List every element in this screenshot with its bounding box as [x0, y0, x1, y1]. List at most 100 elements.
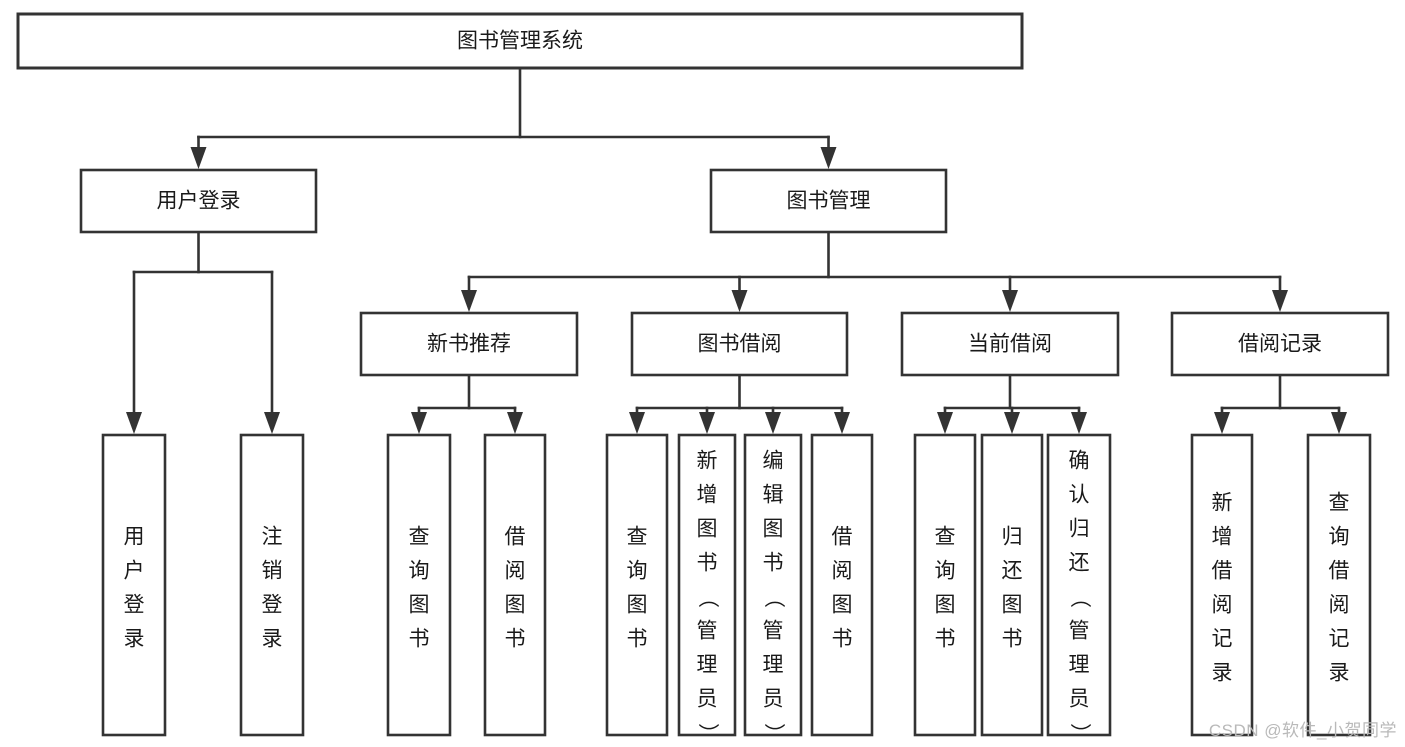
node-label: 图书管理	[787, 190, 871, 213]
node-box	[239, 433, 305, 737]
node-label-char: 书	[505, 628, 526, 651]
node-box	[1306, 433, 1372, 737]
node-box	[900, 311, 1120, 377]
node-label-char: 图	[697, 518, 718, 541]
node-box	[483, 433, 547, 737]
node-box	[810, 433, 874, 737]
node-label-char: 借	[1212, 560, 1233, 583]
node-label-char: 书	[697, 552, 718, 575]
node-label: 当前借阅	[968, 333, 1052, 356]
node-root[interactable]: 图书管理系统	[16, 12, 1024, 70]
node-label-char: 员	[1069, 688, 1090, 711]
node-label-char: 辑	[763, 484, 784, 507]
node-box	[709, 168, 948, 234]
node-label-char: ）	[762, 723, 785, 744]
node-label-char: ）	[1068, 723, 1091, 744]
node-label-char: 管	[697, 620, 718, 643]
node-box	[1046, 433, 1112, 737]
node-label-char: 记	[1329, 628, 1350, 651]
node-label-char: 归	[1002, 526, 1023, 549]
node-label: 借阅记录	[1238, 333, 1322, 356]
node-label-char: 书	[1002, 628, 1023, 651]
node-label-char: 阅	[1329, 594, 1350, 617]
node-label-char: 理	[1069, 654, 1090, 677]
node-label-char: 确	[1069, 450, 1090, 473]
node-label-char: 书	[627, 628, 648, 651]
node-label-char: 书	[832, 628, 853, 651]
node-box	[980, 433, 1044, 737]
node-label-char: 阅	[832, 560, 853, 583]
node-layer: 图书管理系统用户登录图书管理新书推荐图书借阅当前借阅借阅记录用户登录注销登录查询…	[16, 12, 1390, 744]
node-box	[1190, 433, 1254, 737]
node-label-char: 增	[697, 484, 718, 507]
node-book-mgmt[interactable]: 图书管理	[709, 168, 948, 234]
node-label-char: 员	[763, 688, 784, 711]
node-box	[605, 433, 669, 737]
node-box	[630, 311, 849, 377]
node-label-char: 借	[505, 526, 526, 549]
node-label-char: （	[696, 587, 719, 608]
node-label: 用户登录	[157, 190, 241, 213]
node-label-char: 书	[935, 628, 956, 651]
node-label-char: 查	[1329, 492, 1350, 515]
node-leaf-user-login[interactable]: 用户登录	[101, 433, 167, 737]
node-box	[677, 433, 737, 737]
node-label-char: 编	[763, 450, 784, 473]
node-current-borrow[interactable]: 当前借阅	[900, 311, 1120, 377]
node-label-char: 注	[262, 526, 283, 549]
node-box	[386, 433, 452, 737]
node-label-char: 登	[124, 594, 145, 617]
node-box	[1170, 311, 1390, 377]
node-label-char: 管	[763, 620, 784, 643]
node-label-char: 登	[262, 594, 283, 617]
node-label: 图书借阅	[698, 333, 782, 356]
node-label-char: ）	[696, 723, 719, 744]
node-label-char: （	[1068, 587, 1091, 608]
node-label-char: 图	[832, 594, 853, 617]
node-book-borrow[interactable]: 图书借阅	[630, 311, 849, 377]
node-label-char: 归	[1069, 518, 1090, 541]
node-label-char: 阅	[1212, 594, 1233, 617]
node-label: 新书推荐	[427, 333, 511, 356]
node-label-char: 新	[697, 450, 718, 473]
node-label-char: 还	[1002, 560, 1023, 583]
node-new-book-rec[interactable]: 新书推荐	[359, 311, 579, 377]
node-label-char: 借	[1329, 560, 1350, 583]
node-box	[743, 433, 803, 737]
node-label-char: 记	[1212, 628, 1233, 651]
node-box	[16, 12, 1024, 70]
node-label: 图书管理系统	[457, 30, 583, 53]
node-label-char: 询	[935, 560, 956, 583]
node-label-char: 户	[124, 560, 145, 583]
node-label-char: 图	[627, 594, 648, 617]
node-label-char: 借	[832, 526, 853, 549]
node-user-login[interactable]: 用户登录	[79, 168, 318, 234]
node-label-char: 新	[1212, 492, 1233, 515]
node-label-char: 询	[1329, 526, 1350, 549]
node-label-char: 查	[409, 526, 430, 549]
node-label-char: 书	[763, 552, 784, 575]
node-borrow-record[interactable]: 借阅记录	[1170, 311, 1390, 377]
node-label-char: 理	[763, 654, 784, 677]
node-label-char: 用	[124, 526, 145, 549]
node-label-char: 销	[262, 560, 283, 583]
node-box	[101, 433, 167, 737]
node-label-char: 图	[935, 594, 956, 617]
node-label-char: 查	[935, 526, 956, 549]
node-label-char: 还	[1069, 552, 1090, 575]
node-label-char: 录	[1212, 662, 1233, 685]
node-label-char: 理	[697, 654, 718, 677]
